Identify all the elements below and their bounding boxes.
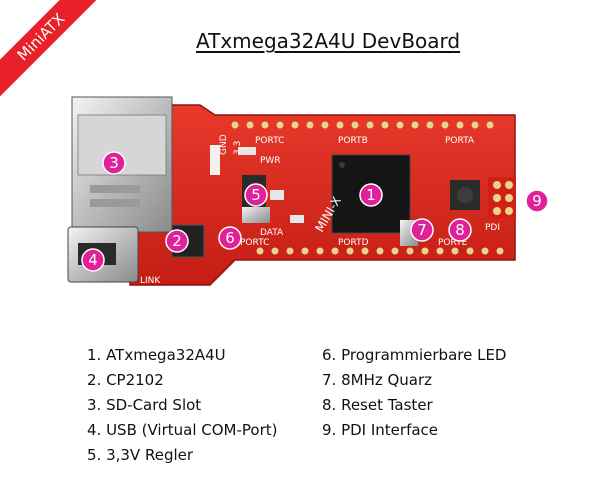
silk-portd: PORTD xyxy=(338,238,369,248)
legend-item: 9. PDI Interface xyxy=(322,421,439,439)
silk-porte: PORTE xyxy=(438,238,468,248)
marker-1: 1 xyxy=(359,183,383,207)
legend-item: 1. ATxmega32A4U xyxy=(87,346,226,364)
svg-text:1: 1 xyxy=(366,186,376,204)
legend-item: 2. CP2102 xyxy=(87,371,164,389)
silk-link: LINK xyxy=(140,276,161,286)
pin-header-bottom xyxy=(256,247,504,255)
legend-item: 5. 3,3V Regler xyxy=(87,446,194,464)
legend-item: 4. USB (Virtual COM-Port) xyxy=(87,421,278,439)
silk-data: DATA xyxy=(260,228,284,238)
svg-text:7: 7 xyxy=(417,221,427,239)
legend-left: 1. ATxmega32A4U 2. CP2102 3. SD-Card Slo… xyxy=(87,343,278,468)
svg-text:9: 9 xyxy=(532,192,542,210)
marker-5: 5 xyxy=(244,183,268,207)
marker-4: 4 xyxy=(81,248,105,272)
legend-item: 7. 8MHz Quarz xyxy=(322,371,433,389)
silk-pdi: PDI xyxy=(485,223,500,233)
silk-portc-top: PORTC xyxy=(255,136,284,146)
marker-9: 9 xyxy=(525,189,549,213)
legend-item: 8. Reset Taster xyxy=(322,396,433,414)
marker-7: 7 xyxy=(410,218,434,242)
pin-header-top xyxy=(231,121,494,129)
svg-text:5: 5 xyxy=(251,186,261,204)
silk-porta: PORTA xyxy=(445,136,475,146)
silk-portc-bottom: PORTC xyxy=(240,238,269,248)
marker-6: 6 xyxy=(218,226,242,250)
svg-text:6: 6 xyxy=(225,229,235,247)
silk-pwr: PWR xyxy=(260,156,281,166)
pdi-header xyxy=(488,177,516,219)
legend-item: 6. Programmierbare LED xyxy=(322,346,507,364)
legend-item: 3. SD-Card Slot xyxy=(87,396,202,414)
svg-text:3: 3 xyxy=(109,154,119,172)
page-title: ATxmega32A4U DevBoard xyxy=(196,29,461,53)
markers: 1 2 3 4 5 6 7 8 9 xyxy=(81,151,549,272)
board-photo: PORTC PORTB PORTA PORTC PORTD PORTE PDI … xyxy=(60,85,550,325)
mcu-chip xyxy=(331,154,411,234)
legend-right: 6. Programmierbare LED 7. 8MHz Quarz 8. … xyxy=(322,343,506,443)
marker-8: 8 xyxy=(448,218,472,242)
svg-text:4: 4 xyxy=(88,251,98,269)
svg-text:8: 8 xyxy=(455,221,465,239)
silk-3v3: 3,3 xyxy=(233,141,243,155)
marker-2: 2 xyxy=(165,229,189,253)
sd-card-slot xyxy=(71,96,173,233)
silk-portb: PORTB xyxy=(338,136,368,146)
marker-3: 3 xyxy=(102,151,126,175)
svg-text:2: 2 xyxy=(172,232,182,250)
silk-gnd: GND xyxy=(219,134,229,155)
